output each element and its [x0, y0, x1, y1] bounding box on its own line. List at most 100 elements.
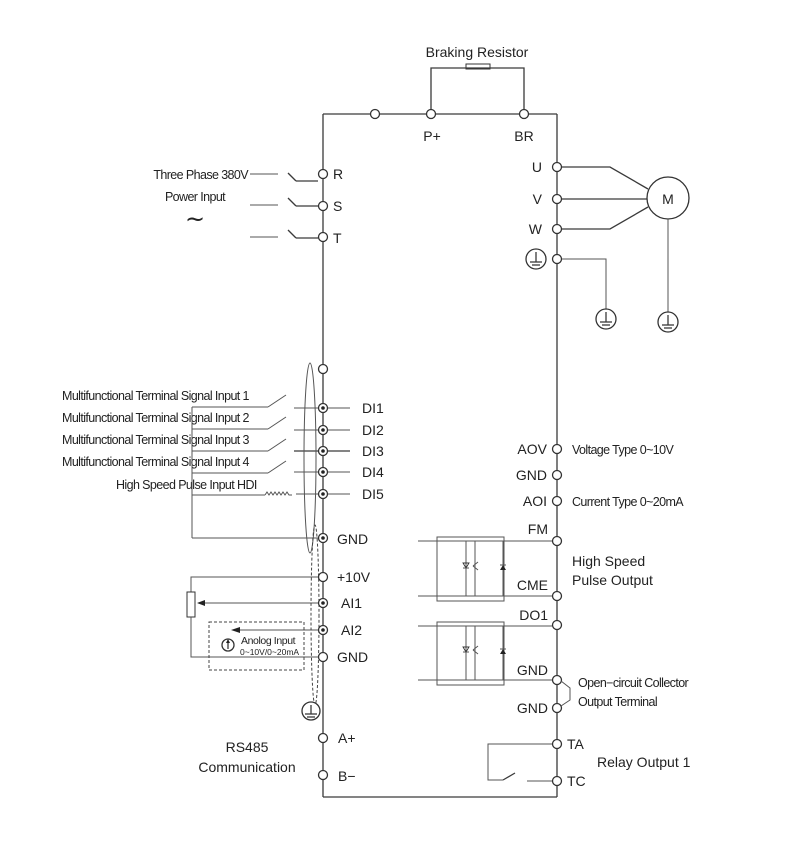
analog-outputs: AOV GND AOI Voltage Type 0~10V Current T…	[516, 441, 685, 509]
braking-resistor: Braking Resistor P+ BR	[369, 44, 534, 144]
p-plus-label: P+	[423, 128, 441, 144]
analog-inputs: Anolog Input 0~10V/0~20mA +10V AI1 AI2 G…	[186, 524, 371, 721]
tc-label: TC	[567, 773, 586, 789]
power-input-line2: Power Input	[165, 190, 226, 204]
do-gnd2-label: GND	[517, 700, 548, 716]
terminal-t	[317, 231, 329, 243]
gnd-jumper	[560, 680, 571, 707]
terminal-plus10v	[317, 571, 329, 583]
terminal-a-plus	[317, 732, 329, 744]
hdi-squiggle	[264, 491, 292, 496]
terminal-di1	[317, 402, 329, 414]
terminal-di-gnd	[317, 532, 329, 544]
diode-icon	[500, 648, 506, 654]
terminal-v	[551, 193, 563, 205]
terminal-di2	[317, 424, 329, 436]
aov-desc: Voltage Type 0~10V	[572, 443, 674, 457]
di5-label: DI5	[362, 486, 384, 502]
analog-input-box-line2: 0~10V/0~20mA	[240, 647, 299, 657]
terminal-di4	[317, 466, 329, 478]
terminal-do1	[551, 619, 563, 631]
terminal-ai1	[317, 597, 329, 609]
rs485-line1: RS485	[226, 739, 269, 755]
di3-source-label: Multifunctional Terminal Signal Input 3	[62, 433, 250, 447]
v-label: V	[533, 191, 543, 207]
di4-label: DI4	[362, 464, 384, 480]
ai2-label: AI2	[341, 622, 362, 638]
terminal-fm	[551, 535, 563, 547]
diode-icon	[500, 564, 506, 570]
terminal-tc	[551, 775, 563, 787]
ground-icon	[595, 308, 617, 330]
terminal-di5	[317, 488, 329, 500]
relay-label: Relay Output 1	[597, 754, 691, 770]
terminal-ta	[551, 738, 563, 750]
terminal-do-gnd1	[551, 674, 563, 686]
relay-contact-icon	[502, 772, 516, 781]
cme-label: CME	[517, 577, 548, 593]
terminal-u	[551, 161, 563, 173]
plus10v-label: +10V	[337, 569, 371, 585]
braking-resistor-label: Braking Resistor	[426, 44, 529, 60]
di-gnd-label: GND	[337, 531, 368, 547]
open-collector-line2: Output Terminal	[578, 695, 657, 709]
do1-label: DO1	[519, 607, 548, 623]
cable-shield-dashed	[310, 524, 320, 706]
di4-source-label: Multifunctional Terminal Signal Input 4	[62, 455, 250, 469]
digital-inputs: Multifunctional Terminal Signal Input 1 …	[62, 362, 384, 554]
potentiometer-icon	[186, 591, 196, 618]
pulse-output-line1: High Speed	[572, 553, 645, 569]
di2-source-label: Multifunctional Terminal Signal Input 2	[62, 411, 250, 425]
br-label: BR	[514, 128, 533, 144]
terminal-ai-gnd	[317, 651, 329, 663]
terminal-aov	[551, 443, 563, 455]
w-label: W	[529, 221, 543, 237]
terminal-di3	[317, 445, 329, 457]
analog-input-box	[208, 621, 305, 671]
terminal-r	[317, 168, 329, 180]
ground-icon	[525, 248, 547, 270]
open-collector-line1: Open−circuit Collector	[578, 676, 689, 690]
current-source-icon	[221, 638, 235, 652]
motor-label: M	[662, 191, 674, 207]
fm-label: FM	[528, 521, 548, 537]
terminal-p-plus	[425, 108, 437, 120]
relay-output: TA TC Relay Output 1	[487, 736, 691, 789]
di1-source-label: Multifunctional Terminal Signal Input 1	[62, 389, 250, 403]
cable-shield	[303, 362, 317, 554]
terminal-ao-gnd	[551, 469, 563, 481]
open-collector-output: DO1 GND GND Open−circuit Collector Outpu…	[418, 607, 689, 716]
t-label: T	[333, 230, 342, 246]
do-gnd1-label: GND	[517, 662, 548, 678]
terminal-do-gnd2	[551, 702, 563, 714]
a-plus-label: A+	[338, 730, 356, 746]
terminal-cme	[551, 590, 563, 602]
di3-label: DI3	[362, 443, 384, 459]
terminal-b-minus	[317, 769, 329, 781]
ground-icon	[301, 701, 321, 721]
s-label: S	[333, 198, 342, 214]
ao-gnd-label: GND	[516, 467, 547, 483]
aoi-label: AOI	[523, 493, 547, 509]
power-input: Three Phase 380V Power Input ~ R S T	[153, 166, 343, 246]
ground-icon	[657, 311, 679, 333]
ai-gnd-label: GND	[337, 649, 368, 665]
ta-label: TA	[567, 736, 585, 752]
optocoupler-box	[436, 536, 505, 602]
di2-label: DI2	[362, 422, 384, 438]
resistor-icon	[465, 63, 491, 70]
analog-input-box-line1: Anolog Input	[241, 635, 296, 647]
rs485-line2: Communication	[198, 759, 295, 775]
pulse-output-line2: Pulse Output	[572, 572, 653, 588]
rs485: A+ B− RS485 Communication	[198, 730, 355, 784]
power-input-line1: Three Phase 380V	[153, 168, 249, 182]
motor-output: U V W M	[525, 159, 690, 333]
terminal-w	[551, 223, 563, 235]
ai1-label: AI1	[341, 595, 362, 611]
optocoupler-icon	[462, 561, 479, 571]
di5-source-label: High Speed Pulse Input HDI	[116, 478, 257, 492]
terminal-s	[317, 200, 329, 212]
di1-label: DI1	[362, 400, 384, 416]
terminal-com	[317, 363, 329, 375]
terminal-pe	[551, 253, 563, 265]
